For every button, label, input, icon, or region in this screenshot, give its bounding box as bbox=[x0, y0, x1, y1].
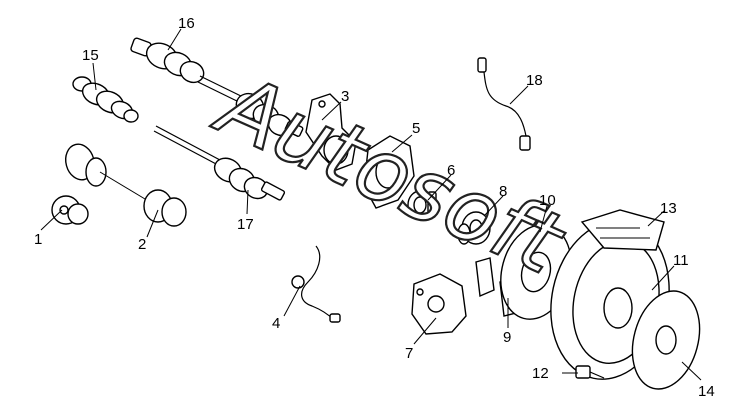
callout-11: 11 bbox=[673, 252, 689, 269]
callout-labels: 1 2 3 4 5 6 7 8 9 10 11 12 13 14 15 16 1… bbox=[34, 15, 715, 400]
part-5-dust-shield[interactable] bbox=[363, 135, 415, 209]
part-16-drive-shaft[interactable] bbox=[130, 37, 304, 139]
part-17-drive-shaft[interactable] bbox=[153, 125, 286, 202]
callout-9: 9 bbox=[503, 329, 511, 346]
part-7-caliper[interactable] bbox=[411, 273, 467, 335]
part-18-brake-hose[interactable] bbox=[477, 57, 531, 151]
callout-3: 3 bbox=[341, 88, 349, 105]
callout-17: 17 bbox=[237, 216, 254, 233]
callout-6: 6 bbox=[447, 162, 455, 179]
callout-10: 10 bbox=[539, 192, 556, 209]
callout-2: 2 bbox=[138, 236, 146, 253]
callout-13: 13 bbox=[660, 200, 677, 217]
part-3-knuckle[interactable] bbox=[305, 93, 357, 171]
callout-7: 7 bbox=[405, 345, 413, 362]
callout-15: 15 bbox=[82, 47, 99, 64]
watermark-text: Autosoft bbox=[201, 54, 579, 296]
callout-16: 16 bbox=[178, 15, 195, 32]
part-4-abs-sensor[interactable] bbox=[291, 245, 341, 323]
leader-lines bbox=[40, 28, 702, 381]
callout-14: 14 bbox=[698, 383, 715, 400]
part-12-wheel-bolt[interactable] bbox=[575, 365, 605, 379]
part-1-small-boot[interactable] bbox=[51, 195, 89, 225]
part-14-hubcap[interactable] bbox=[622, 283, 710, 396]
callout-12: 12 bbox=[532, 365, 549, 382]
callout-8: 8 bbox=[499, 183, 507, 200]
part-6-bearing[interactable] bbox=[407, 190, 437, 220]
callout-4: 4 bbox=[272, 315, 280, 332]
callout-5: 5 bbox=[412, 120, 420, 137]
part-13-tread-section[interactable] bbox=[580, 209, 665, 251]
callout-1: 1 bbox=[34, 231, 42, 248]
callout-18: 18 bbox=[526, 72, 543, 89]
part-2-boot[interactable] bbox=[62, 141, 187, 227]
part-8-hub[interactable] bbox=[457, 211, 491, 245]
part-15-boot-kit[interactable] bbox=[72, 76, 139, 123]
